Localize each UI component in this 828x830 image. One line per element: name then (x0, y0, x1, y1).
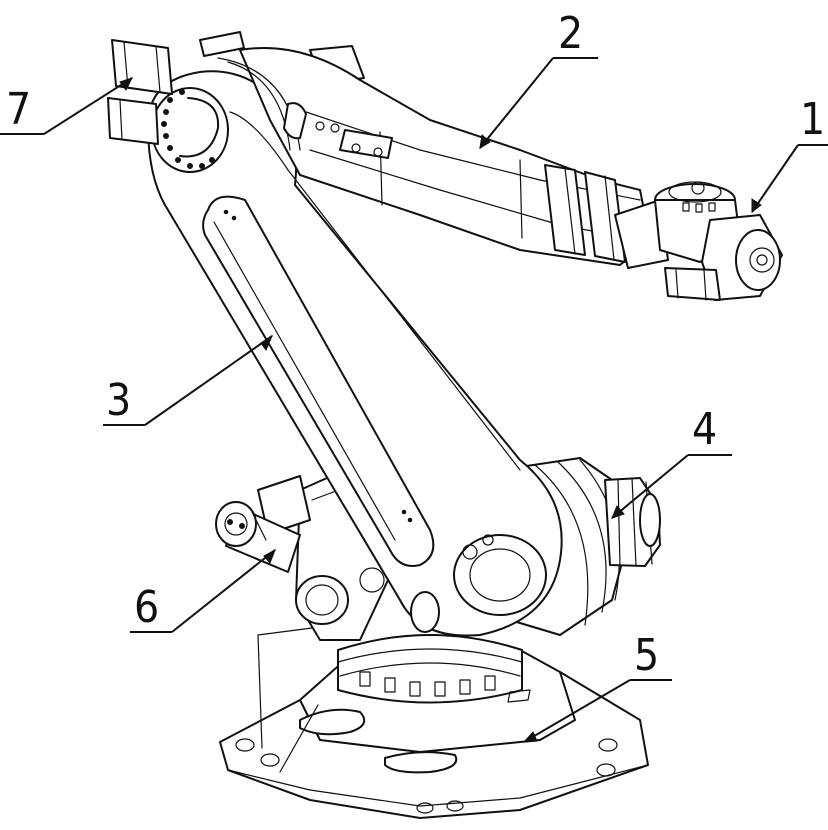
upper-arm (217, 47, 651, 266)
callout-7: 7 (6, 84, 31, 135)
wrist-unit (614, 181, 783, 301)
callout-1: 1 (800, 94, 825, 145)
callout-2: 2 (558, 8, 583, 59)
base-assembly (219, 627, 649, 819)
callout-4: 4 (692, 404, 717, 455)
axis-motor-6 (215, 501, 301, 573)
callout-labels: 1 2 3 4 5 6 7 (6, 8, 825, 681)
lower-arm (147, 70, 563, 637)
callout-leaders (0, 57, 828, 743)
callout-5: 5 (634, 630, 659, 681)
callout-6: 6 (134, 582, 159, 633)
callout-3: 3 (106, 375, 131, 426)
